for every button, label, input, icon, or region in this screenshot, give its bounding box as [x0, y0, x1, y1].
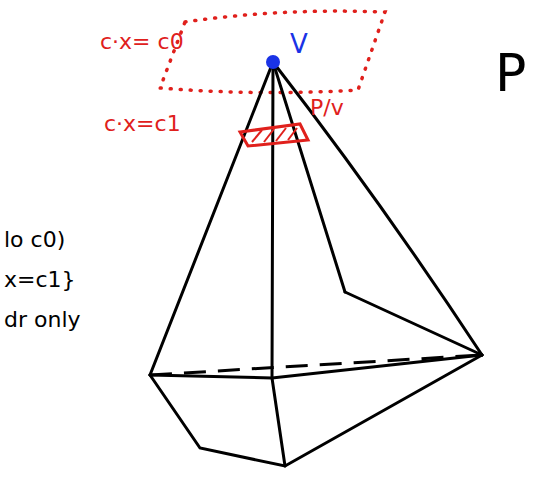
polytope-edges: [150, 62, 482, 466]
vertex-figure-hatching: [252, 128, 297, 142]
note-text: dr only: [4, 308, 81, 332]
note-text: x=c1}: [4, 268, 76, 292]
note-text: lo c0): [4, 228, 65, 252]
hidden-edge: [150, 355, 482, 375]
plane-equation: c·x=c1: [104, 112, 181, 136]
vertex-name: V: [290, 30, 308, 59]
vertex-dot: [266, 55, 280, 69]
polytope-name: P: [495, 45, 526, 102]
vertex-figure-name: P/v: [310, 96, 344, 120]
plane-equation: c·x= c0: [100, 30, 184, 54]
vertex-figure: [240, 124, 308, 146]
